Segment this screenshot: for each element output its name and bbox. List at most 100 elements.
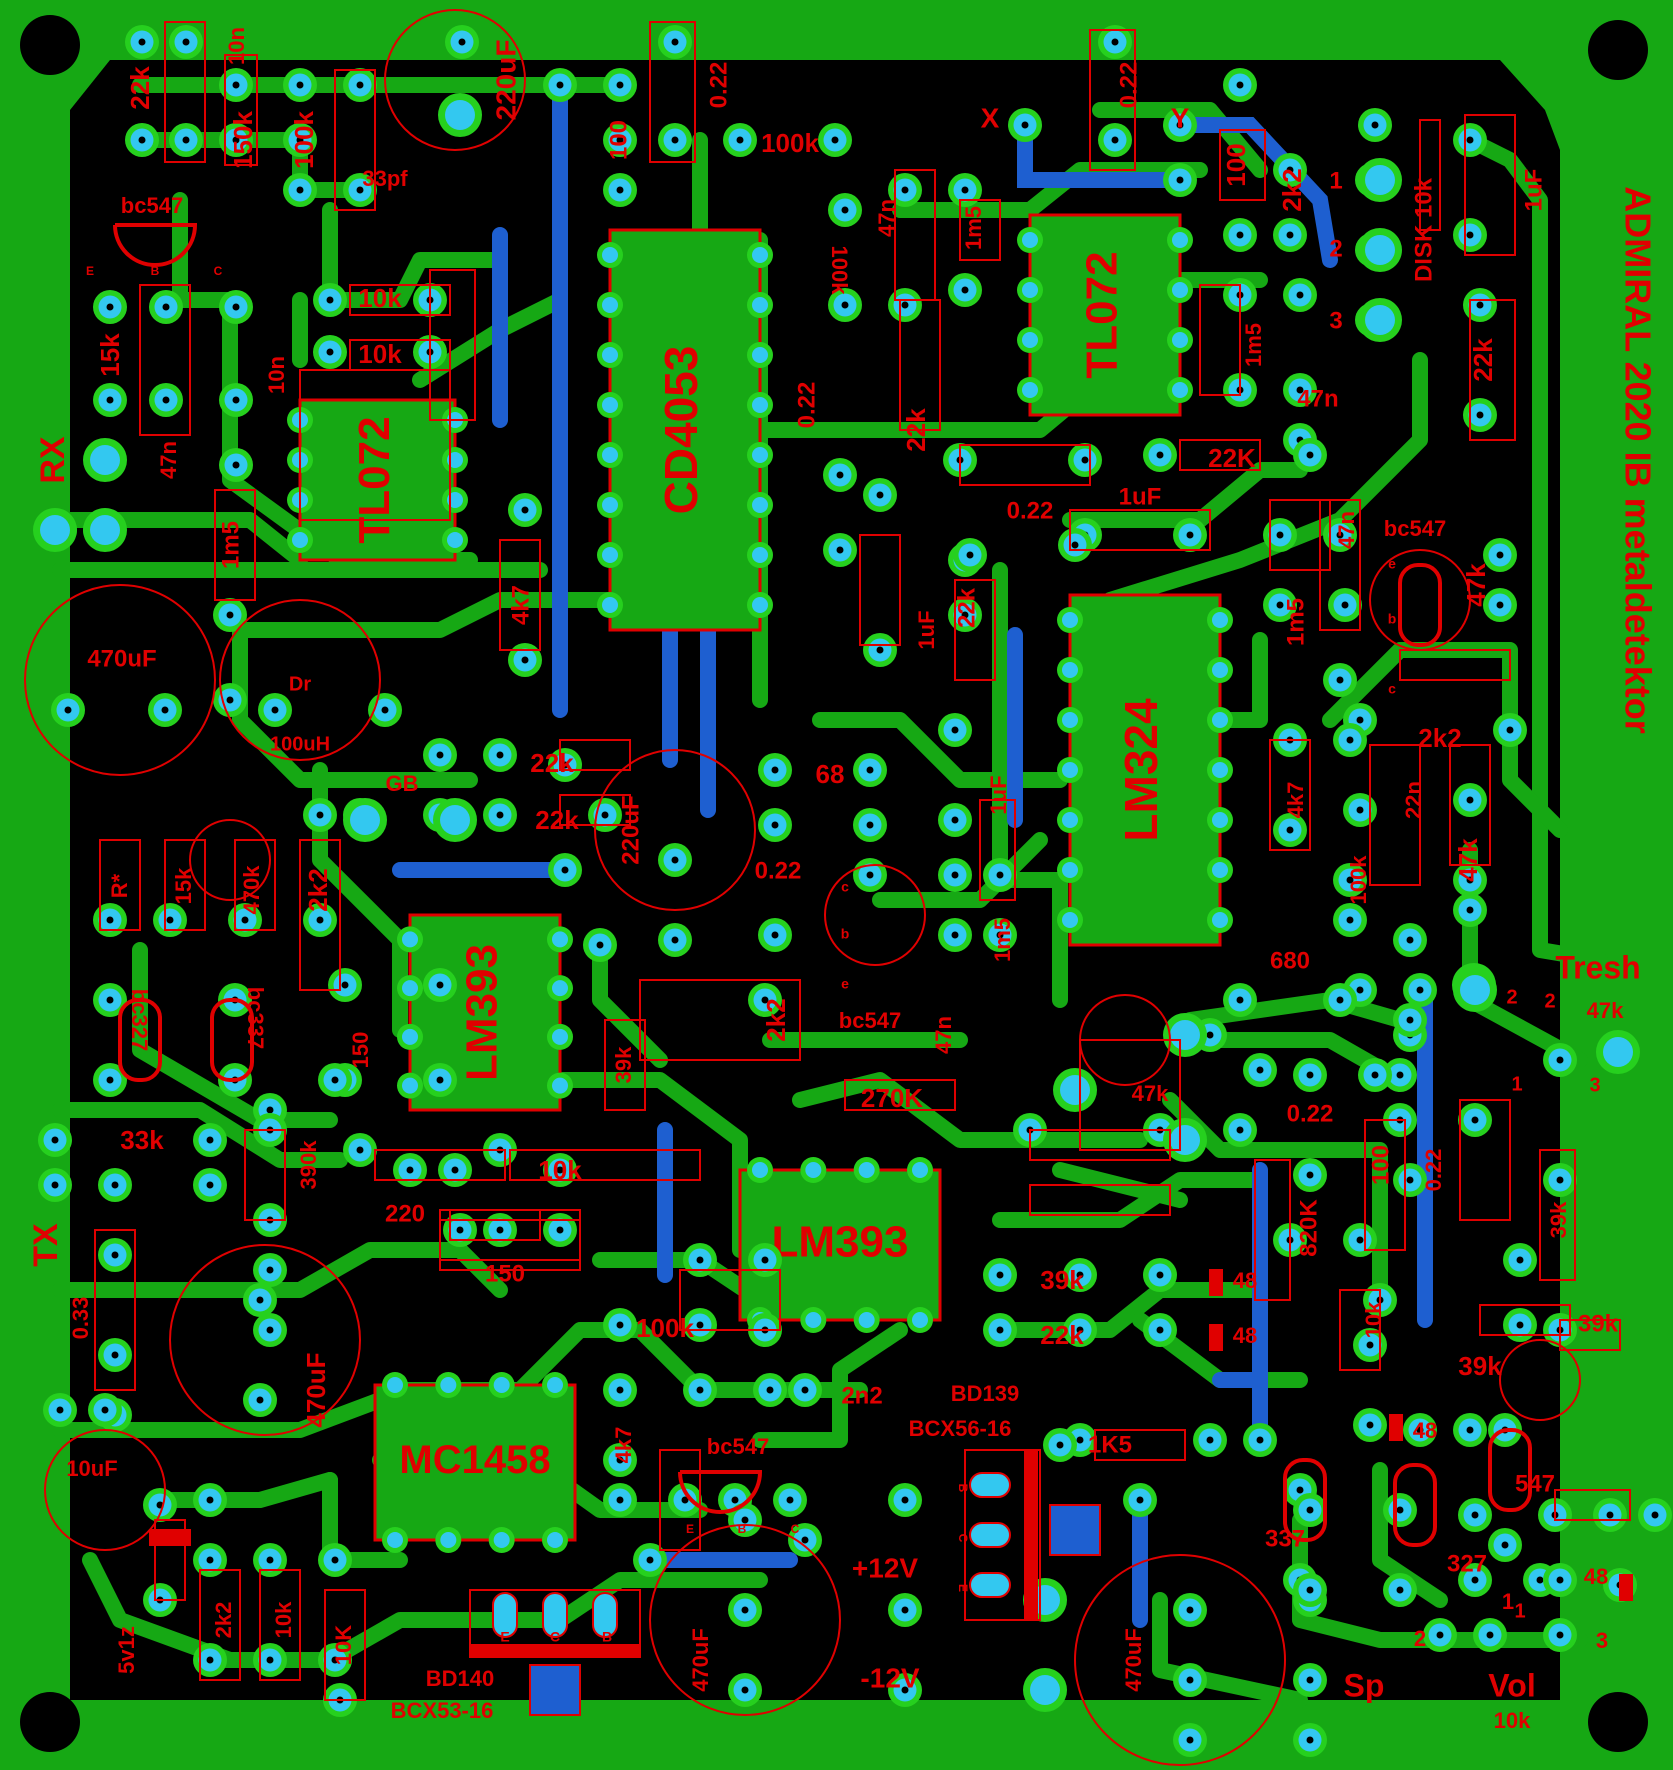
pad-hole — [901, 186, 909, 194]
pad-hole — [271, 706, 279, 714]
silk-label-l119: 10k — [1494, 1708, 1531, 1733]
transistor-outline — [113, 223, 198, 267]
pad-hole — [786, 1496, 794, 1504]
pad-hole — [1471, 1116, 1479, 1124]
pad-hole — [1466, 136, 1474, 144]
silk-label-l93: 10k — [1361, 1301, 1386, 1338]
silk-label-l109: 2k2 — [211, 1602, 236, 1639]
chip-pin — [447, 532, 463, 548]
pad-hole — [1466, 796, 1474, 804]
pad-hole — [1286, 231, 1294, 239]
pad-hole — [556, 81, 564, 89]
pad-hole — [1496, 551, 1504, 559]
silk-label-l53: 4k7 — [1283, 782, 1308, 819]
pad-hole — [106, 303, 114, 311]
chip-pin — [1022, 382, 1038, 398]
pad-hole — [1306, 1736, 1314, 1744]
silk-label-l110: 10k — [271, 1601, 296, 1638]
component-outline — [1079, 1039, 1181, 1151]
pad-hole — [1346, 876, 1354, 884]
silk-label-l51: 1uF — [986, 775, 1011, 814]
pad-hole — [1406, 936, 1414, 944]
large-pad — [1170, 1125, 1200, 1155]
pad-hole — [1236, 231, 1244, 239]
component-outline — [649, 21, 696, 163]
silk-label-l96: 2n2 — [841, 1382, 882, 1409]
pad-hole — [1206, 1436, 1214, 1444]
silk-label-l103: 10uF — [66, 1456, 117, 1481]
silk-label-l106: 327 — [1447, 1550, 1487, 1577]
pad-hole — [296, 136, 304, 144]
silk-label-l1: 22k — [125, 66, 155, 110]
component-outline — [324, 1589, 366, 1701]
large-pad — [350, 805, 380, 835]
component-outline — [199, 1569, 241, 1681]
pad-hole — [1306, 1586, 1314, 1594]
chip-pin — [1172, 282, 1188, 298]
large-pad — [1365, 235, 1395, 265]
large-pad — [1365, 305, 1395, 335]
pad-hole — [138, 136, 146, 144]
pad-hole — [451, 1166, 459, 1174]
chip-pin — [493, 1532, 510, 1548]
pad-hole — [1336, 676, 1344, 684]
pad-hole — [232, 81, 240, 89]
component-circle — [189, 819, 271, 901]
large-pad — [40, 515, 70, 545]
pad-hole — [1156, 1326, 1164, 1334]
pad-hole — [561, 761, 569, 769]
pad-hole — [182, 38, 190, 46]
component-outline — [1069, 509, 1211, 551]
chip-tl072a: TL072 — [287, 398, 468, 562]
large-pad — [1460, 975, 1490, 1005]
silk-label-l117: Sp — [1344, 1667, 1385, 1703]
silk-label-pinC3: C — [550, 1629, 560, 1645]
pad-hole — [1556, 1576, 1564, 1584]
component-outline — [1459, 1099, 1511, 1221]
component-outline — [639, 979, 801, 1061]
pad-hole — [101, 1406, 109, 1414]
component-outline — [979, 799, 1016, 901]
chip-outline — [408, 913, 562, 1112]
pad-hole — [1306, 1171, 1314, 1179]
pad-hole — [616, 136, 624, 144]
right-strip — [1602, 120, 1630, 1760]
silk-label-l45: 100uH — [270, 733, 330, 755]
silk-label-pinE1: E — [86, 264, 94, 278]
pad-hole — [456, 1226, 464, 1234]
pad-hole — [1021, 121, 1029, 129]
silk-label-l16: 1uF — [1520, 169, 1547, 212]
chip-label: TL072 — [1078, 251, 1127, 378]
mounting-hole — [20, 15, 80, 75]
chip-body — [740, 1170, 940, 1320]
polarity-marker — [1209, 1269, 1223, 1296]
silk-label-l35: 1m5 — [217, 521, 244, 569]
pad-hole — [771, 821, 779, 829]
silk-label-pinB1: B — [151, 264, 160, 278]
silk-label-l61: 220uF — [617, 795, 644, 864]
chip-pin — [552, 1028, 568, 1045]
silk-label-l99: 48 — [1413, 1418, 1437, 1443]
pad-hole — [111, 1351, 119, 1359]
pad-hole — [1186, 1606, 1194, 1614]
pad-hole — [331, 1656, 339, 1664]
polarity-marker — [149, 1529, 191, 1546]
component-outline — [164, 839, 206, 931]
mounting-hole — [1588, 1692, 1648, 1752]
component-outline — [234, 839, 276, 931]
silk-label-l98: BCX56-16 — [909, 1416, 1012, 1441]
pad-hole — [1356, 986, 1364, 994]
pad-hole — [1056, 1441, 1064, 1449]
bd140-tab — [469, 1644, 641, 1658]
component-outline — [1554, 1489, 1631, 1521]
chip-pin — [552, 980, 568, 997]
pad-hole — [496, 751, 504, 759]
pad-hole — [766, 1386, 774, 1394]
chip-pin — [858, 1162, 875, 1178]
pad-hole — [1076, 1326, 1084, 1334]
pad-hole — [1366, 1421, 1374, 1429]
silk-label-l36: 4k7 — [507, 585, 534, 625]
pad-hole — [1516, 1321, 1524, 1329]
silk-label-l72: 47k — [1587, 998, 1624, 1023]
pad-hole — [1306, 1676, 1314, 1684]
